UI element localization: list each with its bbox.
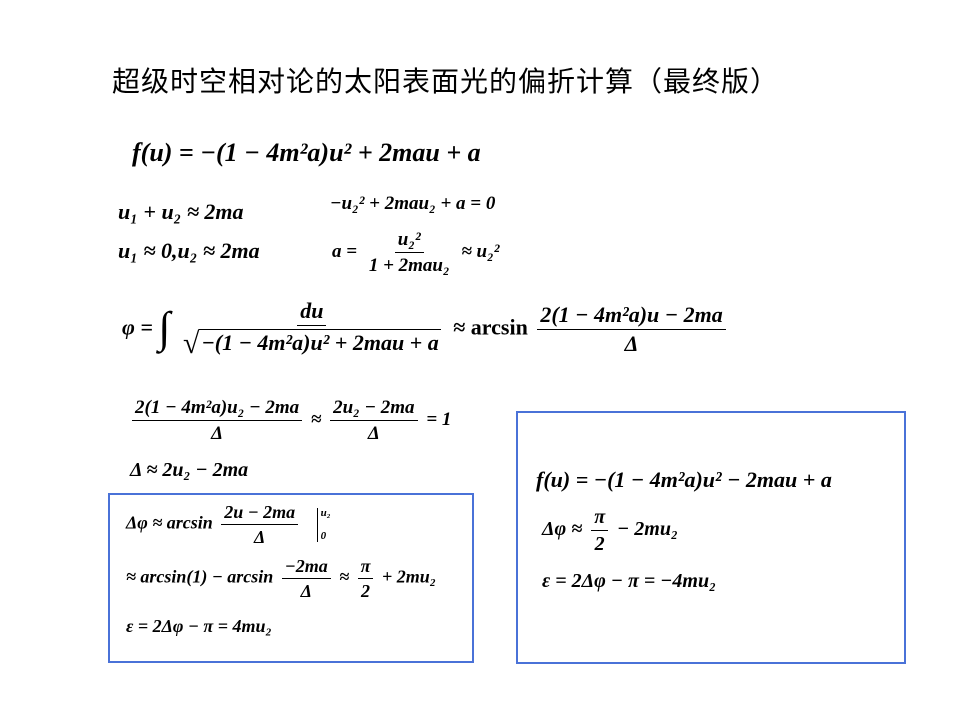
integral-sign-icon: ∫	[158, 302, 171, 352]
left-box-line-2-denominator-1: Δ	[300, 581, 312, 601]
equation-delta: Δ ≈ 2u₂ − 2ma	[130, 459, 249, 481]
left-box-line-1-denominator: Δ	[254, 527, 266, 547]
right-box-line-2-denominator: 2	[594, 533, 605, 555]
right-box-line-2-rhs: − 2mu₂	[617, 518, 678, 541]
equation-phi-integrand-numerator: du	[297, 300, 327, 326]
equation-ratio-fraction-1: 2(1 − 4m²a)u₂ − 2ma Δ	[132, 398, 303, 444]
right-box-line-2: Δφ ≈ π 2 − 2mu₂	[542, 507, 678, 554]
equation-phi-arcsin-numerator: 2(1 − 4m²a)u − 2ma	[537, 304, 726, 330]
equation-ratio-numerator-1: 2(1 − 4m²a)u₂ − 2ma	[132, 398, 303, 421]
right-box-line-2-fraction: π 2	[591, 507, 609, 555]
left-box-line-1-numerator: 2u − 2ma	[221, 503, 299, 525]
equation-f-lhs: f(u) =	[132, 138, 201, 167]
left-box-line-1-fraction: 2u − 2ma Δ	[221, 503, 299, 547]
left-box-line-2-fraction-2: π 2	[357, 557, 374, 601]
left-box-line-2-rhs: + 2mu₂	[381, 566, 436, 587]
equation-phi-integral: φ = ∫ du √ −(1 − 4m²a)u² + 2mau + a ≈ ar…	[122, 300, 730, 359]
equation-phi-integrand: du √ −(1 − 4m²a)u² + 2mau + a	[180, 300, 444, 359]
left-box-line-2-denominator-2: 2	[361, 581, 371, 601]
left-box-line-2: ≈ arcsin(1) − arcsin −2ma Δ ≈ π 2 + 2mu₂	[126, 557, 436, 600]
right-box-line-3: ε = 2Δφ − π = −4mu₂	[542, 570, 717, 592]
left-box-line-2-approx: ≈	[339, 566, 350, 587]
left-box-line-2-numerator-1: −2ma	[281, 557, 331, 579]
equation-f-rhs: −(1 − 4m²a)u² + 2mau + a	[200, 138, 481, 167]
equation-phi-approx: ≈ arcsin	[453, 314, 528, 340]
right-box-line-1: f(u) = −(1 − 4m²a)u² − 2mau + a	[536, 467, 832, 492]
equation-ratio-fraction-2: 2u₂ − 2ma Δ	[330, 398, 418, 444]
equation-a-denominator: 1 + 2mau₂	[368, 255, 450, 276]
equation-a-lhs: a =	[332, 240, 362, 262]
left-box-line-2-lhs: ≈ arcsin(1) − arcsin	[126, 566, 274, 587]
equation-roots: u₁ ≈ 0,u₂ ≈ 2ma	[118, 238, 260, 263]
right-box-line-2-numerator: π	[591, 507, 609, 531]
square-root: √ −(1 − 4m²a)u² + 2mau + a	[183, 329, 441, 359]
page-title: 超级时空相对论的太阳表面光的偏折计算（最终版）	[112, 65, 780, 98]
equation-ratio-denominator-1: Δ	[211, 423, 224, 444]
equation-a: a = u₂² 1 + 2mau₂ ≈ u₂²	[332, 230, 499, 275]
equation-ratio-numerator-2: 2u₂ − 2ma	[330, 398, 418, 421]
left-box-line-1-lhs: Δφ ≈ arcsin	[126, 512, 213, 533]
equation-phi-arcsin-denominator: Δ	[624, 331, 639, 356]
left-result-box: Δφ ≈ arcsin 2u − 2ma Δ u₂ 0 ≈ arcsin(1) …	[108, 493, 474, 663]
equation-a-rhs: ≈ u₂²	[461, 240, 500, 262]
equation-f-of-u: f(u) = −(1 − 4m²a)u² + 2mau + a	[132, 140, 481, 166]
right-box-line-2-lhs: Δφ ≈	[542, 518, 583, 541]
evaluation-upper-limit: u₂	[320, 506, 331, 519]
left-box-line-3: ε = 2Δφ − π = 4mu₂	[126, 616, 272, 636]
evaluation-lower-limit: 0	[320, 529, 327, 542]
square-root-radicand: −(1 − 4m²a)u² + 2mau + a	[199, 329, 441, 359]
equation-a-fraction: u₂² 1 + 2mau₂	[366, 230, 453, 275]
equation-ratio-approx: ≈	[310, 408, 322, 430]
equation-a-numerator: u₂²	[394, 230, 424, 253]
left-box-line-2-numerator-2: π	[357, 557, 374, 579]
left-box-line-1: Δφ ≈ arcsin 2u − 2ma Δ u₂ 0	[126, 503, 331, 546]
equation-quadratic-u2: −u₂² + 2mau₂ + a = 0	[330, 193, 496, 214]
equation-ratio-denominator-2: Δ	[367, 423, 380, 444]
right-result-box: f(u) = −(1 − 4m²a)u² − 2mau + a Δφ ≈ π 2…	[516, 411, 906, 664]
equation-phi-integrand-denominator: √ −(1 − 4m²a)u² + 2mau + a	[180, 326, 444, 359]
evaluation-bar: u₂ 0	[316, 506, 331, 542]
equation-ratio: 2(1 − 4m²a)u₂ − 2ma Δ ≈ 2u₂ − 2ma Δ = 1	[128, 398, 451, 443]
left-box-line-2-fraction-1: −2ma Δ	[281, 557, 331, 601]
equation-phi-lhs: φ =	[122, 314, 159, 340]
equation-ratio-rhs: = 1	[426, 408, 452, 430]
equation-phi-arcsin-fraction: 2(1 − 4m²a)u − 2ma Δ	[537, 304, 726, 356]
square-root-icon: √	[182, 327, 200, 360]
equation-root-sum: u₁ + u₂ ≈ 2ma	[118, 199, 244, 224]
